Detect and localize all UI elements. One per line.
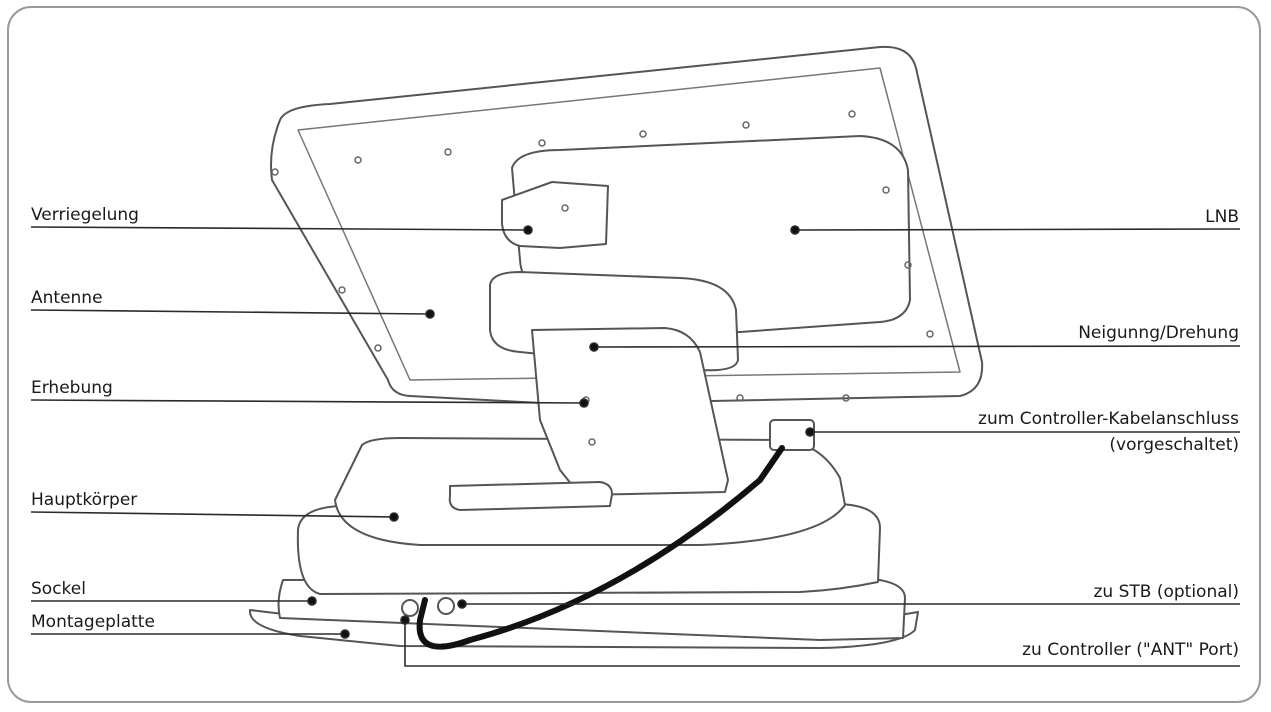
label-hauptkoerper: Hauptkörper — [31, 490, 138, 510]
label-controller-kabelanschluss: zum Controller-Kabelanschluss — [978, 409, 1239, 429]
label-vorgeschaltet: (vorgeschaltet) — [1109, 435, 1239, 455]
connector — [769, 419, 815, 451]
port-ant — [401, 599, 419, 617]
label-neigung-drehung: Neigunng/Drehung — [1078, 323, 1239, 343]
elevation-arm — [531, 327, 729, 496]
label-lnb: LNB — [1205, 207, 1239, 227]
label-zu-stb: zu STB (optional) — [1093, 582, 1239, 602]
label-montageplatte: Montageplatte — [31, 612, 155, 632]
label-verriegelung: Verriegelung — [31, 205, 139, 225]
label-zu-controller-ant: zu Controller ("ANT" Port) — [1022, 640, 1239, 660]
handle — [448, 481, 613, 511]
port-stb — [437, 597, 455, 615]
cable — [416, 445, 785, 650]
pointer-dot — [523, 225, 533, 235]
diagram-frame — [7, 6, 1261, 703]
label-erhebung: Erhebung — [31, 378, 113, 398]
label-antenne: Antenne — [31, 288, 103, 308]
label-sockel: Sockel — [31, 579, 86, 599]
